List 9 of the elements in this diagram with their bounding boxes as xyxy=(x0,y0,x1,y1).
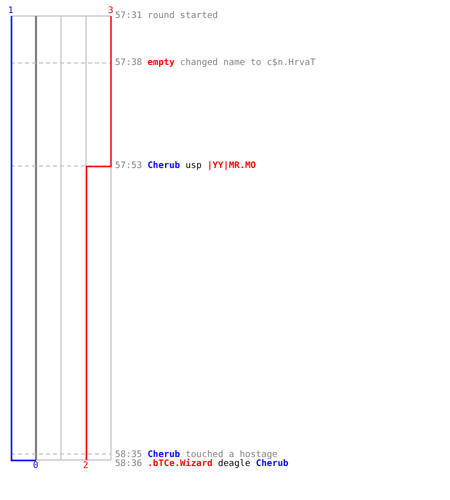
event-log-line: 58:36 .bTCe.Wizard deagle Cherub xyxy=(115,459,288,469)
event-log-line: 57:38 empty changed name to c$n.HrvaT xyxy=(115,58,316,68)
count-marker: 0 xyxy=(33,461,38,471)
event-log-line: 57:53 Cherub usp |YY|MR.MO xyxy=(115,161,256,171)
event-log-line: 58:35 Cherub touched a hostage xyxy=(115,450,278,460)
event-log-line: 57:31 round started xyxy=(115,11,218,21)
count-marker: 3 xyxy=(108,6,114,16)
count-marker: 1 xyxy=(8,6,14,16)
count-marker: 2 xyxy=(83,461,88,471)
